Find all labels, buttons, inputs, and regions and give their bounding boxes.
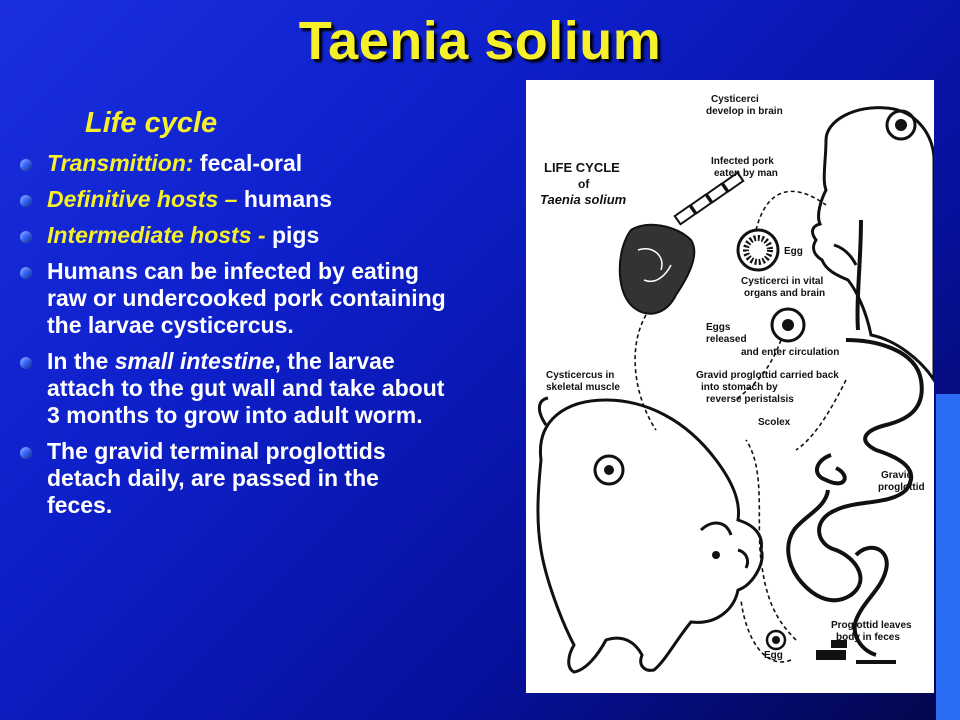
pig-muscle-cyst-icon [593,454,625,486]
digestive-tract-illustration [786,219,924,657]
cycle-arrows [634,190,847,663]
life-cycle-drawing: LIFE CYCLE of Taenia solium [536,94,934,674]
label-eggs-released: and enter circulation [741,347,839,358]
figure-title-line2: of [578,177,590,191]
bullet-label: Intermediate hosts [47,222,252,248]
life-cycle-figure: LIFE CYCLE of Taenia solium [526,80,934,693]
brain-cyst-core-icon [895,119,907,131]
bullet-text: The gravid terminal proglottids detach d… [47,438,386,518]
label-cysticerci-brain: develop in brain [706,106,783,117]
tapeworm-segments-illustration [673,171,745,226]
pig-illustration [536,396,764,674]
label-cysticerci-vital: organs and brain [744,288,825,299]
bullet-intermediate-hosts: Intermediate hosts - pigs [20,222,450,249]
label-gravid-carried: into stomach by [701,382,778,393]
label-gravid-proglottid: proglottid [878,482,925,493]
human-head-illustration [811,106,934,383]
bullet-separator: – [218,186,244,212]
bullet-separator: - [251,222,272,248]
bullet-label: Transmittion: [47,150,194,176]
bullet-text: humans [243,186,333,212]
figure-title-line3: Taenia solium [540,192,627,207]
brain-cyst-icon [885,109,917,141]
bullet-label: Definitive hosts [47,186,219,212]
bullet-dot-icon [20,447,32,459]
pig-eye-icon [712,551,720,559]
egg-top-icon [736,228,780,272]
slide-subtitle: Life cycle [85,107,218,139]
label-cysticerci-brain: Cysticerci [711,94,759,105]
feces-illustration [816,640,896,664]
label-gravid-carried: reverse peristalsis [706,394,794,405]
accent-bar [936,394,960,720]
bullet-dot-icon [20,195,32,207]
egg-bottom-icon [765,629,787,651]
label-infected-pork: eaten by man [714,168,778,179]
bullet-list: Transmittion: fecal-oral Definitive host… [20,150,450,528]
bullet-dot-icon [20,357,32,369]
slide-title: Taenia solium [298,11,662,71]
label-cysticercus-muscle: skeletal muscle [546,382,620,393]
figure-title-line1: LIFE CYCLE [544,160,620,175]
bullet-dot-icon [20,231,32,243]
label-eggs-released: released [706,334,747,345]
bullet-small-intestine: In the small intestine, the larvae attac… [20,348,450,429]
label-scolex: Scolex [758,417,791,428]
bullet-dot-icon [20,159,32,171]
bullet-definitive-hosts: Definitive hosts – humans [20,186,450,213]
bullet-text: In the [47,348,115,374]
label-proglottid-leaves: Proglottid leaves [831,620,912,631]
bullet-dot-icon [20,267,32,279]
label-proglottid-leaves: body in feces [836,632,900,643]
bullet-text: , the larvae attach to the gut wall and … [47,348,445,428]
bullet-text: fecal-oral [193,150,303,176]
label-egg-top: Egg [784,246,803,257]
bullet-transmission: Transmittion: fecal-oral [20,150,450,177]
pork-meat-illustration [618,223,696,315]
label-cysticercus-muscle: Cysticercus in [546,370,614,381]
bullet-emphasis: small intestine [114,348,275,374]
bullet-proglottids: The gravid terminal proglottids detach d… [20,438,450,519]
cysticercus-vital-icon [770,307,806,343]
bullet-text: Humans can be infected by eating raw or … [47,258,446,338]
label-gravid-proglottid: Gravid [881,470,913,481]
label-gravid-carried: Gravid proglottid carried back [696,370,839,381]
bullet-text: pigs [271,222,320,248]
bullet-infection-route: Humans can be infected by eating raw or … [20,258,450,339]
label-egg-bottom: Egg [764,650,783,661]
label-cysticerci-vital: Cysticerci in vital [741,276,823,287]
label-infected-pork: Infected pork [711,156,774,167]
label-eggs-released: Eggs [706,322,731,333]
